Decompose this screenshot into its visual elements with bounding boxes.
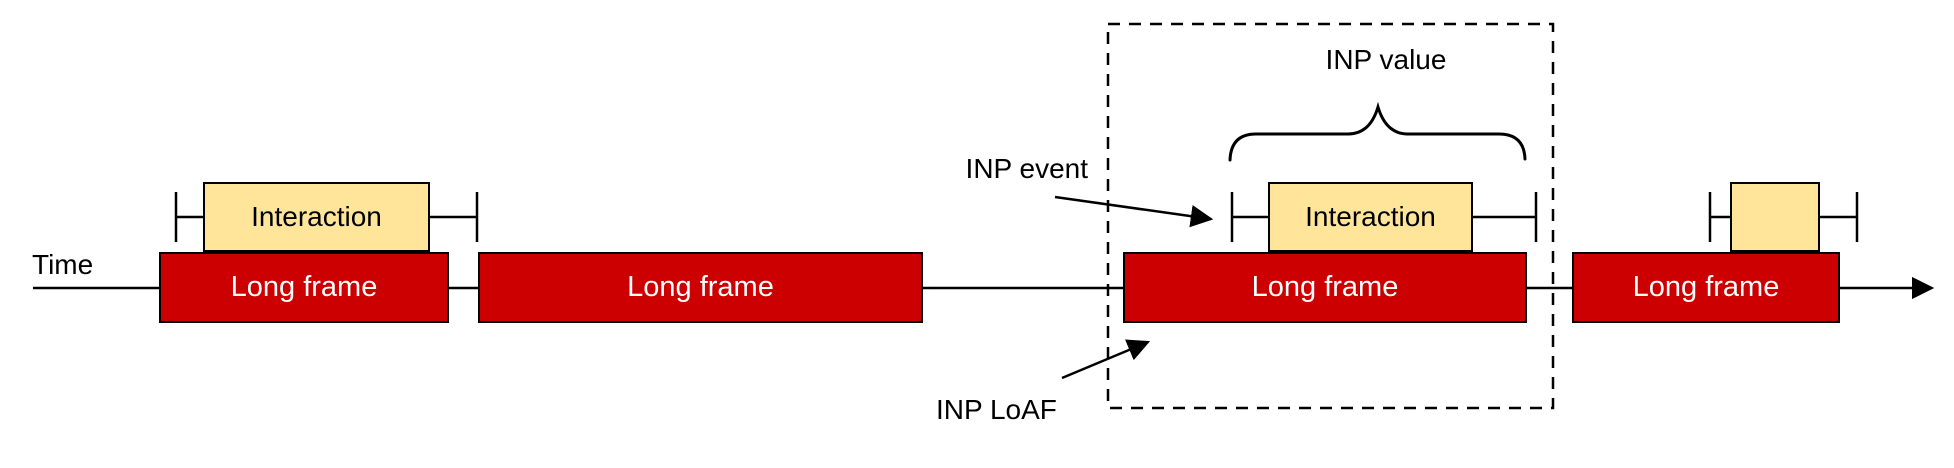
long-frame-2-label: Long frame [627,271,774,303]
inp-event-arrow [1054,195,1214,228]
long-frame-1: Long frame [159,252,449,323]
interaction-box-2-label: Interaction [1305,201,1436,232]
interaction-box-3 [1730,182,1820,252]
inp-loaf-label: INP LoAF [936,394,1057,425]
interaction-box-1: Interaction [203,182,430,252]
long-frame-4-label: Long frame [1632,271,1780,303]
interaction-box-2: Interaction [1268,182,1473,252]
inp-value-label: INP value [1325,44,1447,75]
long-frame-4: Long frame [1572,252,1840,323]
interaction-box-1-label: Interaction [251,201,382,232]
long-frame-2: Long frame [478,252,923,323]
long-frame-3: Long frame [1123,252,1527,323]
inp-loaf-dashed-region [1106,22,1555,410]
time-axis-label: Time [32,249,94,280]
long-frame-1-label: Long frame [230,271,378,303]
inp-event-label: INP event [965,153,1088,184]
long-frame-3-label: Long frame [1251,271,1399,303]
inp-loaf-arrow [1061,339,1151,380]
inp-value-brace [1228,101,1527,162]
